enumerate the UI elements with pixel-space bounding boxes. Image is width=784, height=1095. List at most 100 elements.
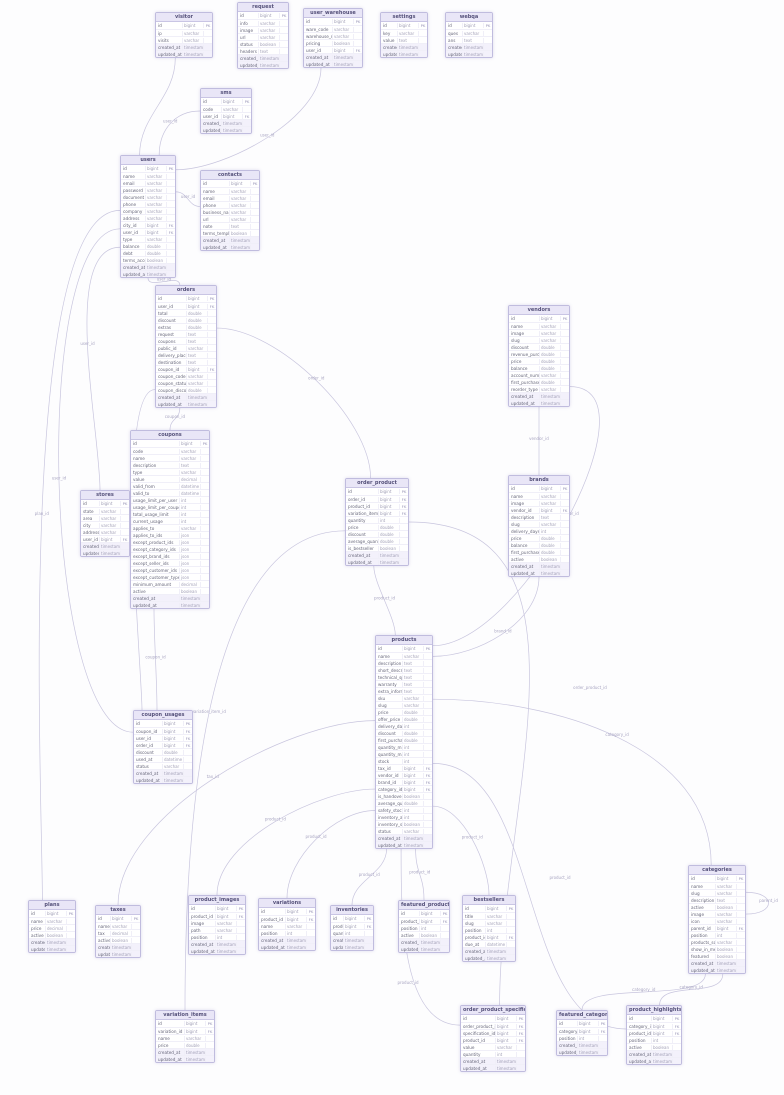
column-type: bigint [486,906,507,911]
column-type: double [379,531,400,537]
column-name: sku [376,695,403,701]
column-type: boolean [180,588,201,594]
entity-title-variation_items[interactable]: variation_items [156,1011,214,1020]
entity-title-variations[interactable]: variations [259,899,315,908]
entity-title-bestsellers[interactable]: bestsellers [463,896,515,905]
column-name: short_description [378,667,403,673]
entity-title-users[interactable]: users [121,156,175,165]
entity-title-featured_products[interactable]: featured_products [399,901,449,910]
column-name: except_category_ids [131,546,180,552]
entity-title-orders[interactable]: orders [156,286,216,295]
entity-title-contacts[interactable]: contacts [201,171,259,180]
column-type: timestamp [112,951,132,957]
entity-order_product_specification[interactable]: order_product_specificationidbigintPKord… [460,1005,526,1072]
entity-title-stores[interactable]: stores [81,491,129,500]
entity-title-product_highlights[interactable]: product_highlights [627,1006,681,1015]
entity-inventories[interactable]: inventoriesidbigintPKproduct_idbigintFKq… [330,905,374,951]
column-name: email [201,195,230,201]
entity-title-vendors[interactable]: vendors [509,306,569,315]
entity-title-order_product_specification[interactable]: order_product_specification [461,1006,525,1015]
entity-title-brands[interactable]: brands [509,476,569,485]
column-type: text [403,674,424,680]
entity-title-webqa[interactable]: webqa [446,13,492,22]
edge-label-order_id: order_id [308,376,325,381]
entity-title-taxes[interactable]: taxes [96,906,140,915]
entity-title-products[interactable]: products [376,636,432,645]
entity-title-settings[interactable]: settings [381,13,427,22]
entity-featured_products[interactable]: featured_productsidbigintPKproduct_idbig… [398,900,450,953]
entity-title-plans[interactable]: plans [29,901,75,910]
entity-title-request[interactable]: request [238,3,288,12]
entity-title-coupons[interactable]: coupons [131,431,209,440]
column-name: title [463,913,486,919]
entity-title-visitor[interactable]: visitor [156,13,212,22]
column-name: image [238,27,259,33]
column-name: created_at [689,960,716,966]
column-type: bigint [180,441,201,446]
entity-title-featured_categories[interactable]: featured_categories [557,1011,607,1020]
edge-orders-coupons [169,407,181,431]
entity-title-user_warehouse[interactable]: user_warehouse [304,9,362,18]
column-type: text [230,223,251,229]
column-type: int [540,528,561,534]
entity-title-order_product[interactable]: order_product [346,479,408,488]
column-name: description [131,462,180,468]
entity-title-inventories[interactable]: inventories [331,906,373,915]
column-type: timestamp [653,1051,673,1057]
entity-title-product_images[interactable]: product_images [189,896,245,905]
column-name: address [83,529,100,535]
column-name: value [461,1044,496,1050]
column-key-flag: PK [366,916,372,921]
column-type: varchar [716,918,737,924]
entity-featured_categories[interactable]: featured_categoriesidbigintPKcategory_id… [556,1010,608,1056]
entity-webqa[interactable]: webqaidbigintPKquesvarcharanstextcreated… [445,12,493,58]
entity-title-coupon_usages[interactable]: coupon_usages [134,711,192,720]
column-type: int [716,932,737,938]
edge-label-product_id: product_id [409,870,430,875]
column-type: int [180,511,201,517]
entity-title-sms[interactable]: sms [201,89,251,98]
column-type: timestamp [579,1049,599,1055]
entity-title-categories[interactable]: categories [689,866,745,875]
edge-label-parent_id: parent_id [759,898,778,903]
